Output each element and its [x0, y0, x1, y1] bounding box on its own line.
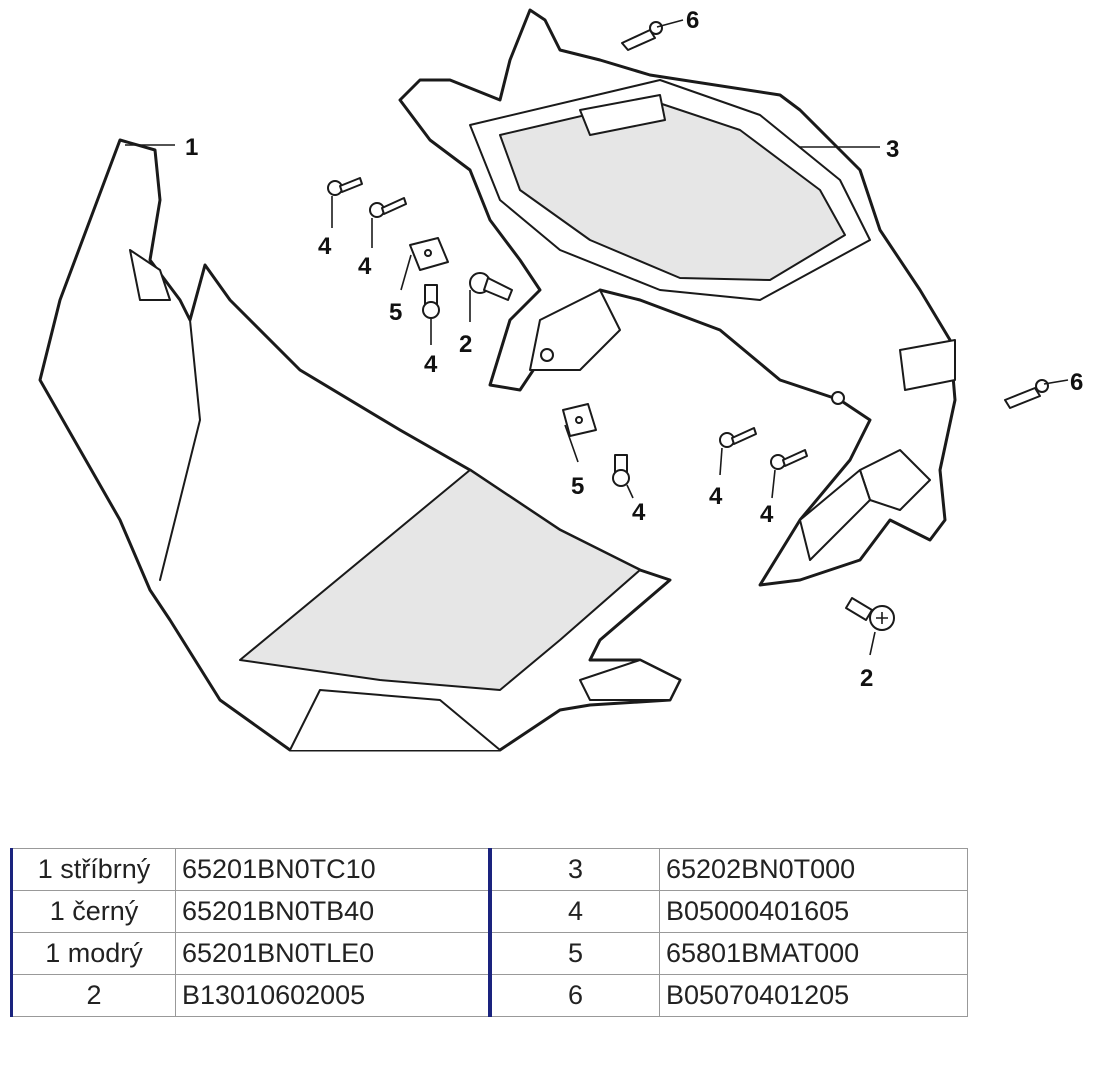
table-row: 1 černý 65201BN0TB40: [11, 890, 490, 933]
parts-tables: 1 stříbrný 65201BN0TC10 1 černý 65201BN0…: [0, 840, 1114, 1040]
callout-4-a: 4: [318, 233, 332, 260]
table-row: 1 stříbrný 65201BN0TC10: [11, 848, 490, 891]
part-number: B05070401205: [659, 974, 968, 1017]
fastener-screw-4b: [369, 197, 407, 218]
part-number: 65801BMAT000: [659, 932, 968, 975]
table-row: 6 B05070401205: [490, 974, 968, 1017]
fastener-screw-4c: [422, 284, 440, 319]
callout-numbers: 1 3 6 6 4 4 5 4 2 5 4 4 4 2: [185, 7, 1083, 692]
parts-table-left: 1 stříbrný 65201BN0TC10 1 černý 65201BN0…: [10, 848, 491, 1017]
fastener-screw-4f: [770, 449, 808, 470]
part-description: 6: [490, 974, 660, 1017]
callout-5-a: 5: [389, 299, 402, 326]
part-1-front-fairing: [38, 138, 682, 752]
callout-6-right: 6: [1070, 369, 1083, 396]
part-description: 1 modrý: [11, 932, 176, 975]
part-number: 65201BN0TLE0: [175, 932, 490, 975]
fastener-screw-6a: [621, 21, 663, 51]
fastener-screw-4d: [612, 454, 630, 487]
callout-2-a: 2: [459, 331, 472, 358]
part-description: 4: [490, 890, 660, 933]
exploded-parts-diagram: 1 3 6 6 4 4 5 4 2 5 4 4 4 2: [38, 7, 1083, 752]
part-description: 5: [490, 932, 660, 975]
fastener-clip-5a: [409, 237, 449, 271]
callout-2-b: 2: [860, 665, 873, 692]
part-number: B13010602005: [175, 974, 490, 1017]
fastener-bolt-2a: [469, 272, 513, 301]
callout-4-d: 4: [632, 499, 646, 526]
fastener-screw-4e: [719, 427, 757, 448]
table-row: 4 B05000401605: [490, 890, 968, 933]
table-row: 1 modrý 65201BN0TLE0: [11, 932, 490, 975]
callout-1: 1: [185, 134, 198, 161]
callout-5-b: 5: [571, 473, 584, 500]
callout-4-f: 4: [760, 501, 774, 528]
parts-table-right: 3 65202BN0T000 4 B05000401605 5 65801BMA…: [489, 848, 968, 1017]
callout-3: 3: [886, 136, 899, 163]
part-number: B05000401605: [659, 890, 968, 933]
callout-4-b: 4: [358, 253, 372, 280]
table-row: 2 B13010602005: [11, 974, 490, 1017]
callout-4-c: 4: [424, 351, 438, 378]
callout-4-e: 4: [709, 483, 723, 510]
fastener-screw-6b: [1004, 379, 1049, 409]
part-description: 3: [490, 848, 660, 891]
part-number: 65202BN0T000: [659, 848, 968, 891]
table-row: 5 65801BMAT000: [490, 932, 968, 975]
table-row: 3 65202BN0T000: [490, 848, 968, 891]
part-description: 1 černý: [11, 890, 176, 933]
part-description: 2: [11, 974, 176, 1017]
callout-6-top: 6: [686, 7, 699, 34]
leader-lines: [125, 19, 1069, 656]
part-3-front-cover: [398, 8, 957, 587]
part-number: 65201BN0TC10: [175, 848, 490, 891]
part-description: 1 stříbrný: [11, 848, 176, 891]
fastener-bolt-2b: [845, 597, 895, 631]
part-number: 65201BN0TB40: [175, 890, 490, 933]
fastener-screw-4a: [327, 177, 363, 196]
fastener-clip-5b: [562, 403, 597, 437]
